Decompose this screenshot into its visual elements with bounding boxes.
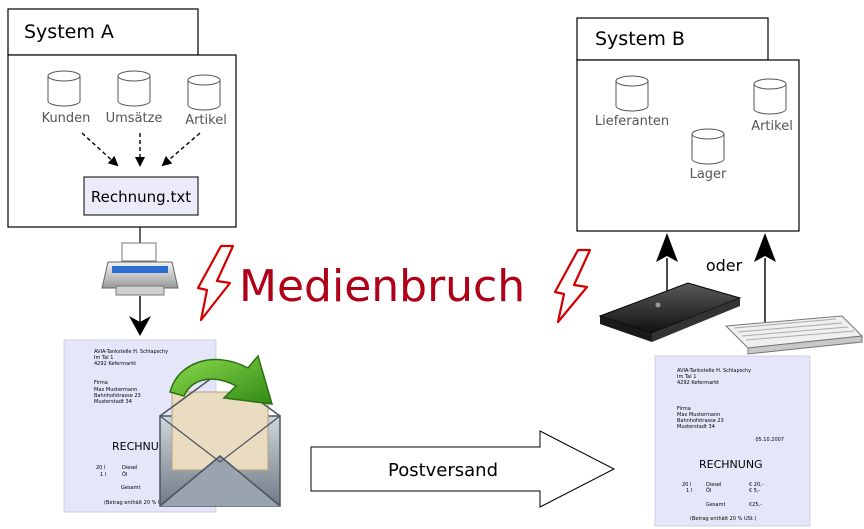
item-qty: 20 l <box>96 465 105 471</box>
recipient-line: Firma <box>677 406 691 412</box>
invoice-footer: (Betrag enthält 20 % Ust.) <box>104 500 170 506</box>
invoice-title: RECHNUNG <box>699 458 763 471</box>
database-icon <box>615 75 649 112</box>
medienbruch-label: Medienbruch <box>239 261 525 312</box>
item-desc: Öl <box>706 487 711 494</box>
sender-line: Im Tal 1 <box>94 355 113 361</box>
recipient-line: Bahnhofstrasse 23 <box>94 393 141 399</box>
system-a-tab <box>7 8 199 56</box>
database-icon <box>187 74 221 111</box>
rechnung-file-label: Rechnung.txt <box>91 188 191 206</box>
refresh-arrow-icon <box>169 354 274 405</box>
total-label: Gesamt <box>706 502 725 508</box>
database-icon <box>47 70 81 107</box>
item-desc: Öl <box>122 471 127 478</box>
database-icon <box>753 78 787 115</box>
dashed-arrow <box>81 132 119 167</box>
db-label-lieferanten: Lieferanten <box>595 114 669 129</box>
scanner-icon <box>598 282 742 342</box>
printer-icon <box>101 242 179 296</box>
lightning-icon <box>553 248 592 324</box>
system-b-box <box>576 59 800 232</box>
recipient-line: Bahnhofstrasse 23 <box>677 418 724 424</box>
invoice-right: AVIA-Tankstelle H. Schlapschy Im Tal 1 4… <box>654 355 811 527</box>
db-label-kunden: Kunden <box>42 111 91 126</box>
system-b-title: System B <box>595 28 685 50</box>
sender-line: 4292 Kefermarkt <box>677 380 719 386</box>
arrow-head-icon <box>129 316 151 336</box>
postversand-label: Postversand <box>388 460 498 481</box>
db-label-umsaetze: Umsätze <box>106 111 163 126</box>
sender-line: AVIA-Tankstelle H. Schlapschy <box>677 368 751 374</box>
recipient-line: Firma <box>94 380 108 386</box>
system-b: System B Lieferanten Lager Artikel <box>576 17 800 232</box>
system-a: System A Kunden Umsätze Artikel Rechnung… <box>7 8 237 228</box>
recipient-line: Max Mustermann <box>677 412 720 418</box>
postversand-arrow <box>310 430 616 508</box>
item-desc: Diesel <box>122 465 137 471</box>
envelope-icon <box>159 371 281 507</box>
invoice-footer: (Betrag enthält 20 % USt.) <box>690 516 756 522</box>
item-amount: € 5,- <box>749 488 761 494</box>
invoice-date: 05.10.2007 <box>755 437 784 443</box>
db-label-lager: Lager <box>690 167 727 182</box>
item-amount: € 20,- <box>749 482 764 488</box>
db-label-artikel: Artikel <box>185 113 227 128</box>
recipient-line: Musterstadt 34 <box>677 424 715 430</box>
database-icon <box>117 70 151 107</box>
sender-line: 4292 Kefermarkt <box>94 361 136 367</box>
system-b-tab <box>576 17 769 61</box>
sender-line: AVIA-Tankstelle H. Schlapschy <box>94 349 168 355</box>
item-qty: 1 l <box>100 472 106 478</box>
item-qty: 20 l <box>682 482 691 488</box>
total-amount: €25,- <box>749 502 762 508</box>
arrow-head-icon <box>656 233 678 262</box>
oder-label: oder <box>706 256 743 275</box>
recipient-line: Musterstadt 34 <box>94 399 132 405</box>
total-label: Gesamt <box>121 485 140 491</box>
system-a-title: System A <box>24 21 114 43</box>
database-icon <box>691 128 725 165</box>
recipient-line: Max Mustermann <box>94 387 137 393</box>
invoice-page <box>654 355 811 527</box>
item-desc: Diesel <box>706 482 721 488</box>
lightning-icon <box>196 244 235 322</box>
dashed-arrow <box>161 132 201 167</box>
db-label-artikel: Artikel <box>751 119 793 134</box>
sender-line: Im Tal 1 <box>677 374 696 380</box>
keyboard-icon <box>724 315 864 355</box>
rechnung-file-box <box>83 176 199 216</box>
item-qty: 1 l <box>686 488 692 494</box>
arrow-head-icon <box>754 233 776 262</box>
